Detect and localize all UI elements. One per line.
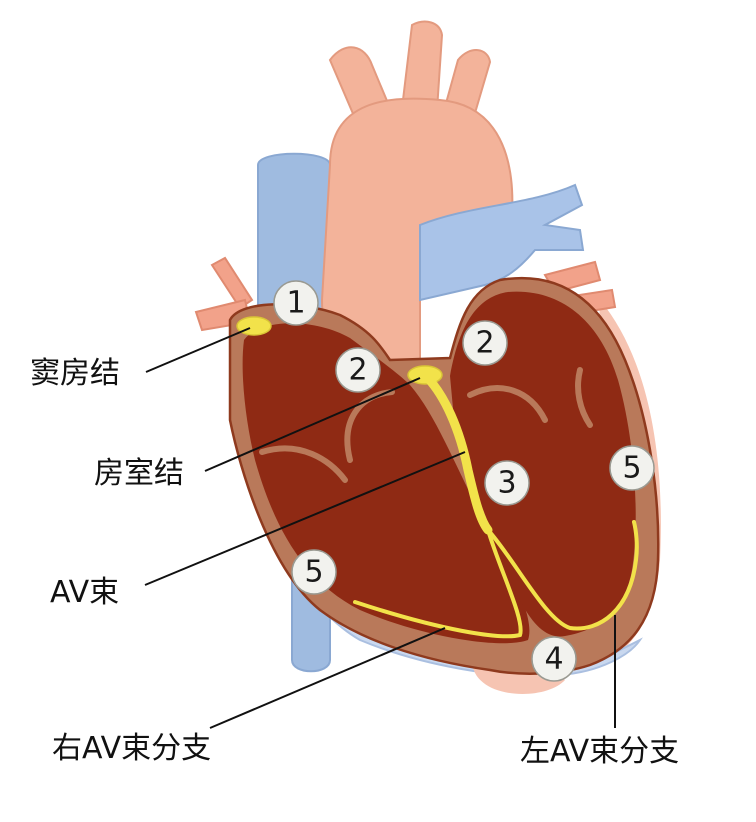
badge-5-right-text: 5 xyxy=(622,451,641,486)
right-branch-path xyxy=(353,528,523,639)
left-branch-path xyxy=(486,520,639,631)
label-av-node: 房室结 xyxy=(94,456,184,491)
left-chamber xyxy=(450,291,636,637)
badge-2-right-text: 2 xyxy=(348,353,367,388)
label-right-bundle-branch: 右AV束分支 xyxy=(52,731,212,766)
label-av-bundle: AV束 xyxy=(50,575,120,610)
badge-3: 3 xyxy=(484,460,530,506)
leader-av xyxy=(204,377,421,472)
badge-3-text: 3 xyxy=(497,466,516,501)
trabecula-3 xyxy=(467,385,548,423)
vessel-left-upper xyxy=(210,256,254,310)
label-sa-node: 窦房结 xyxy=(30,356,120,391)
leader-right-branch xyxy=(209,627,446,729)
leader-sa xyxy=(145,327,251,373)
leader-bundle xyxy=(144,451,466,586)
label-left-bundle-branch: 左AV束分支 xyxy=(520,734,680,769)
trabecula-2 xyxy=(259,445,348,483)
badge-5-left: 5 xyxy=(291,549,337,595)
badge-1-text: 1 xyxy=(286,286,305,321)
badge-2-left-text: 2 xyxy=(475,326,494,361)
badge-4-text: 4 xyxy=(544,642,563,677)
badge-1: 1 xyxy=(273,280,319,326)
badge-2-left: 2 xyxy=(462,320,508,366)
badge-5-left-text: 5 xyxy=(304,555,323,590)
trabecula-4 xyxy=(575,367,593,428)
badge-2-right: 2 xyxy=(335,347,381,393)
badge-4: 4 xyxy=(531,636,577,682)
av-bundle-path xyxy=(420,370,493,535)
badge-5-right: 5 xyxy=(609,445,655,491)
